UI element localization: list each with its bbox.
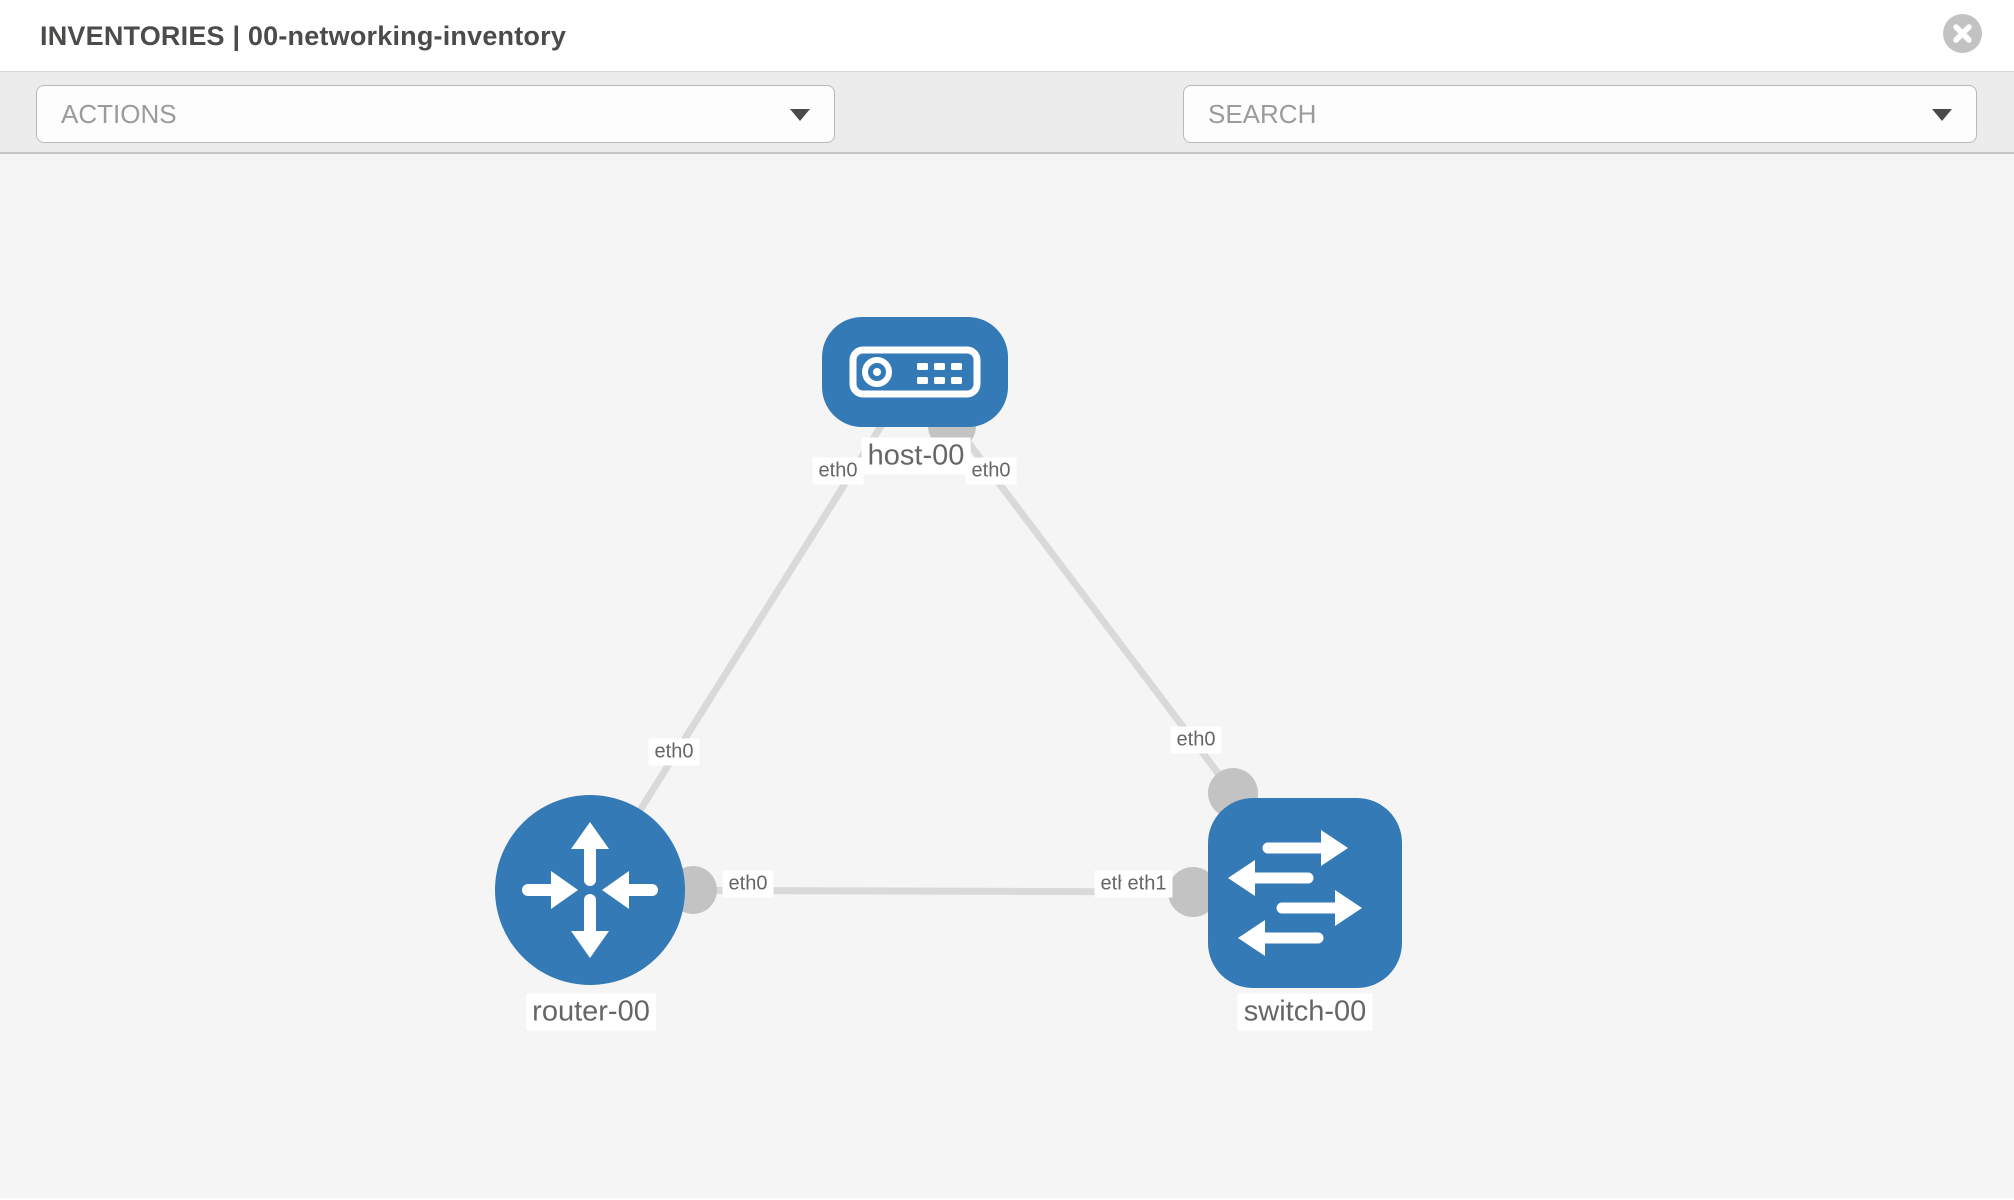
search-dropdown-label: SEARCH xyxy=(1208,98,1317,129)
topology-graph xyxy=(495,317,1402,988)
iface-label-switch-eth1: eth1 xyxy=(1121,870,1173,898)
breadcrumb-header: INVENTORIES | 00-networking-inventory xyxy=(0,0,2014,72)
router-icon xyxy=(522,822,658,958)
chevron-down-icon xyxy=(790,109,810,121)
node-label-switch-00: switch-00 xyxy=(1237,993,1373,1031)
node-label-host-00: host-00 xyxy=(861,437,971,475)
toolbar: ACTIONS SEARCH xyxy=(0,72,2014,207)
page-title: INVENTORIES | 00-networking-inventory xyxy=(40,20,567,51)
host-icon xyxy=(849,346,981,398)
switch-icon xyxy=(1228,830,1362,956)
port-switch-left[interactable] xyxy=(1168,867,1218,917)
iface-label-switch-eth0-top: eth0 xyxy=(1170,726,1222,754)
topology-canvas[interactable]: eth0 eth1 eth0 eth0 eth0 eth0 eth0 host-… xyxy=(0,154,2014,1198)
iface-label-router-eth0-top: eth0 xyxy=(648,738,700,766)
node-host-00[interactable] xyxy=(822,317,1008,427)
iface-label-router-eth0-right: eth0 xyxy=(722,870,774,898)
node-switch-00[interactable] xyxy=(1208,798,1402,988)
node-label-router-00: router-00 xyxy=(526,993,656,1031)
close-button[interactable] xyxy=(1943,14,1982,53)
close-icon xyxy=(1953,24,1972,43)
iface-label-host-eth0-left: eth0 xyxy=(812,457,864,485)
node-router-00[interactable] xyxy=(495,795,685,985)
search-dropdown[interactable]: SEARCH xyxy=(1183,85,1977,143)
actions-dropdown-label: ACTIONS xyxy=(61,98,177,129)
chevron-down-icon xyxy=(1932,109,1952,121)
ports xyxy=(669,402,1258,917)
iface-label-host-eth0-right: eth0 xyxy=(965,457,1017,485)
actions-dropdown[interactable]: ACTIONS xyxy=(36,85,835,143)
